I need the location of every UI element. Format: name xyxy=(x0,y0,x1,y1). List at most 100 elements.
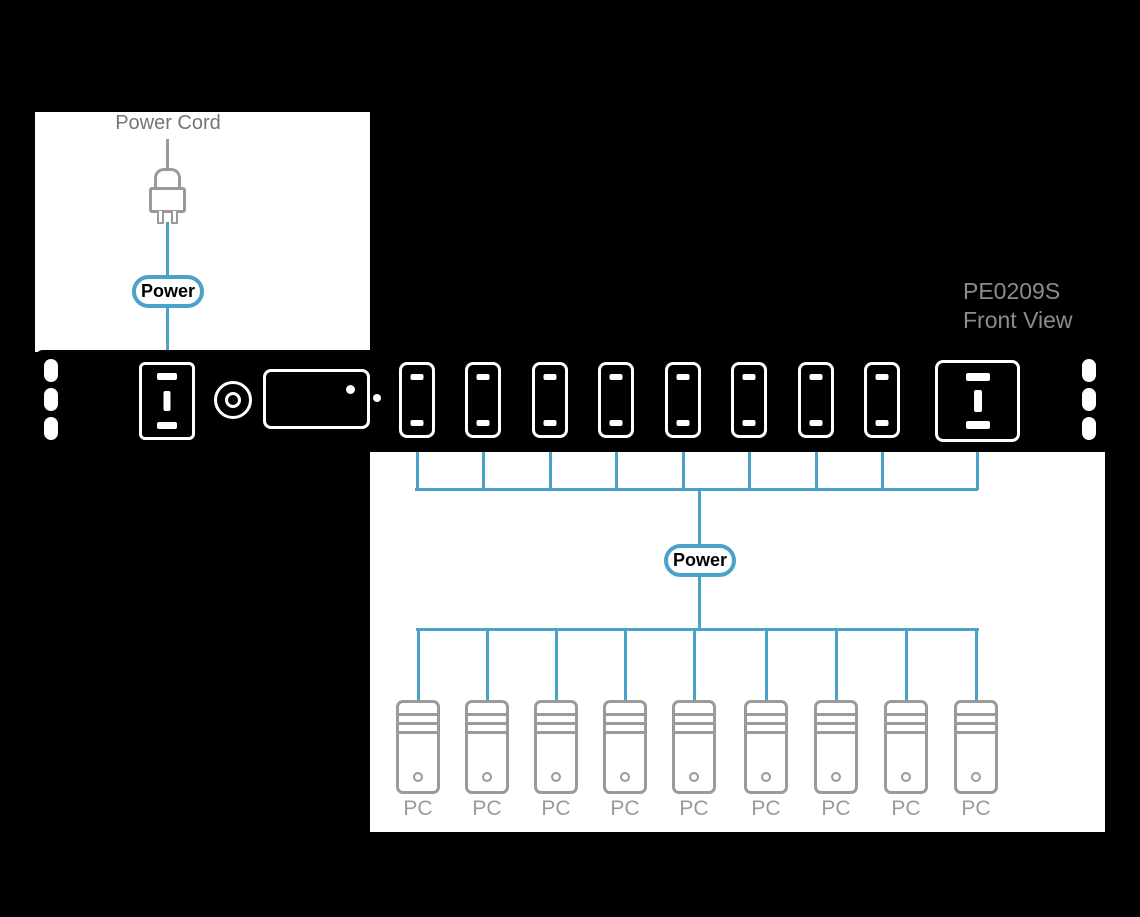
pc-drive-bay xyxy=(747,731,785,734)
screw-icon xyxy=(373,394,381,402)
pc-label: PC xyxy=(472,797,502,820)
power-cable xyxy=(555,630,558,701)
circuit-breaker-button xyxy=(225,392,241,408)
outlet-pin-slot xyxy=(543,374,557,380)
power-cable xyxy=(486,630,489,701)
device-model-label: PE0209S xyxy=(963,278,1061,304)
pc-power-button-icon xyxy=(482,772,492,782)
power-cable xyxy=(975,630,978,701)
pc-power-button-icon xyxy=(551,772,561,782)
inlet-pin-slot xyxy=(157,373,177,380)
power-cable xyxy=(693,630,696,701)
power-badge: Power xyxy=(664,544,736,577)
power-inlet-c20 xyxy=(139,362,195,440)
pc-drive-bay xyxy=(817,713,855,716)
pc-label: PC xyxy=(541,797,571,820)
outlet-pin-slot xyxy=(875,374,889,380)
outlet-pin-slot xyxy=(809,420,823,426)
power-cable xyxy=(166,222,169,277)
pc-power-button-icon xyxy=(901,772,911,782)
rack-mount-slot xyxy=(44,359,58,382)
power-cable xyxy=(624,630,627,701)
pc-drive-bay xyxy=(957,713,995,716)
power-cable xyxy=(905,630,908,701)
outlet-pin-slot xyxy=(476,374,490,380)
pc-label: PC xyxy=(610,797,640,820)
power-cable xyxy=(482,452,485,490)
inlet-pin-slot xyxy=(163,391,171,411)
outlet-pin-slot xyxy=(742,420,756,426)
pc-drive-bay xyxy=(606,713,644,716)
pc-drive-bay xyxy=(399,731,437,734)
pc-drive-bay xyxy=(887,713,925,716)
power-cable xyxy=(698,491,701,545)
circuit-breaker-icon xyxy=(214,381,252,419)
pc-drive-bay xyxy=(675,722,713,725)
pc-drive-bay xyxy=(606,722,644,725)
power-outlet-c13 xyxy=(532,362,568,438)
outlet-pin-slot xyxy=(965,373,990,381)
pc-label: PC xyxy=(679,797,709,820)
pc-drive-bay xyxy=(537,722,575,725)
pc-drive-bay xyxy=(817,731,855,734)
power-outlet-c13 xyxy=(864,362,900,438)
power-outlet-c13 xyxy=(798,362,834,438)
power-cord-background-panel xyxy=(35,112,370,352)
power-outlet-c13 xyxy=(665,362,701,438)
power-cable xyxy=(615,452,618,490)
pc-tower-icon xyxy=(672,700,716,794)
outlet-pin-slot xyxy=(609,420,623,426)
pc-tower-icon xyxy=(954,700,998,794)
pc-drive-bay xyxy=(468,731,506,734)
pc-drive-bay xyxy=(957,731,995,734)
pc-drive-bay xyxy=(399,713,437,716)
power-cable xyxy=(416,452,419,490)
pc-drive-bay xyxy=(957,722,995,725)
power-outlet-c13 xyxy=(731,362,767,438)
pc-power-button-icon xyxy=(620,772,630,782)
power-cable xyxy=(881,452,884,490)
display-panel xyxy=(263,369,370,429)
device-view-label: Front View xyxy=(963,307,1073,333)
pc-drive-bay xyxy=(468,713,506,716)
pc-drive-bay xyxy=(399,722,437,725)
power-cable xyxy=(765,630,768,701)
power-outlet-c13 xyxy=(598,362,634,438)
power-badge: Power xyxy=(132,275,204,308)
pc-drive-bay xyxy=(675,713,713,716)
outlet-pin-slot xyxy=(742,374,756,380)
rack-mount-slot xyxy=(1082,359,1096,382)
pc-drive-bay xyxy=(747,713,785,716)
rack-mount-slot xyxy=(44,388,58,411)
power-cable xyxy=(698,577,701,630)
pc-power-button-icon xyxy=(831,772,841,782)
outlet-pin-slot xyxy=(809,374,823,380)
pc-tower-icon xyxy=(603,700,647,794)
display-led-icon xyxy=(346,385,355,394)
outlet-pin-slot xyxy=(410,420,424,426)
power-outlet-c19 xyxy=(935,360,1020,442)
power-outlet-c13 xyxy=(399,362,435,438)
pc-tower-icon xyxy=(465,700,509,794)
outlet-pin-slot xyxy=(875,420,889,426)
pc-label: PC xyxy=(961,797,991,820)
outlet-pin-slot xyxy=(609,374,623,380)
pc-tower-icon xyxy=(884,700,928,794)
power-cable xyxy=(166,308,169,351)
pc-drive-bay xyxy=(537,713,575,716)
power-cable xyxy=(815,452,818,490)
power-cord-label: Power Cord xyxy=(115,112,221,134)
pc-label: PC xyxy=(751,797,781,820)
pc-drive-bay xyxy=(887,722,925,725)
device-title: PE0209S Front View xyxy=(963,277,1073,335)
pc-power-button-icon xyxy=(413,772,423,782)
power-cord-wire xyxy=(166,139,169,170)
pc-power-button-icon xyxy=(761,772,771,782)
pc-label: PC xyxy=(891,797,921,820)
pc-power-button-icon xyxy=(971,772,981,782)
pc-label: PC xyxy=(821,797,851,820)
power-bus-line xyxy=(416,628,979,631)
pc-drive-bay xyxy=(887,731,925,734)
pc-tower-icon xyxy=(396,700,440,794)
plug-prong-icon xyxy=(171,211,178,224)
